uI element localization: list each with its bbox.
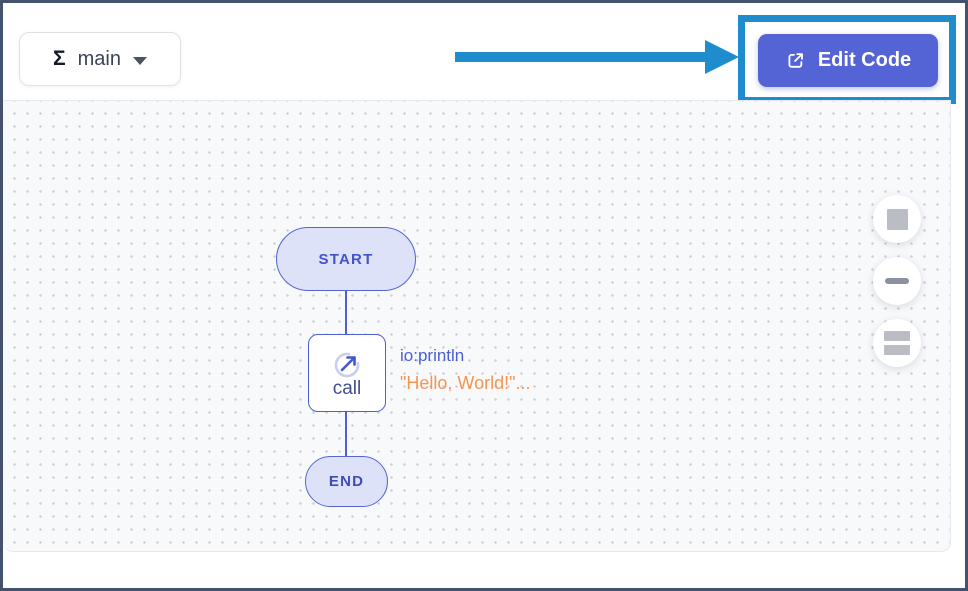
end-node-label: END <box>328 473 365 490</box>
edit-code-button[interactable]: Edit Code <box>758 34 938 87</box>
start-node-label: START <box>318 250 374 268</box>
call-node-annotation: io:println "Hello, World!"... <box>400 346 530 394</box>
call-arrow-icon <box>330 346 364 380</box>
function-name-label: main <box>77 47 121 70</box>
start-node: START <box>276 227 416 291</box>
annotation-arrow-head <box>705 40 739 74</box>
annotation-arrow-shaft <box>455 52 707 62</box>
diagram-canvas[interactable]: START call io:println "Hello, World!"...… <box>3 100 951 552</box>
call-arguments-text: "Hello, World!"... <box>400 373 531 393</box>
chevron-down-icon <box>132 56 147 65</box>
stacked-bars-icon <box>884 331 910 355</box>
connector-line <box>345 412 348 456</box>
square-icon <box>886 208 908 230</box>
fit-to-screen-button[interactable] <box>873 195 921 243</box>
zoom-out-button[interactable] <box>873 257 921 305</box>
edit-code-button-label: Edit Code <box>817 49 912 71</box>
call-node-label: call <box>332 378 362 399</box>
sigma-function-icon: Σ <box>53 47 66 70</box>
call-node[interactable]: call <box>308 334 386 412</box>
connector-line <box>345 291 348 334</box>
end-node: END <box>305 456 388 507</box>
minus-icon <box>885 278 909 284</box>
function-selector-dropdown[interactable]: Σ main <box>19 32 181 86</box>
call-expression-text: io:println <box>400 346 465 365</box>
minimap-button[interactable] <box>873 319 921 367</box>
external-link-icon <box>785 50 806 71</box>
